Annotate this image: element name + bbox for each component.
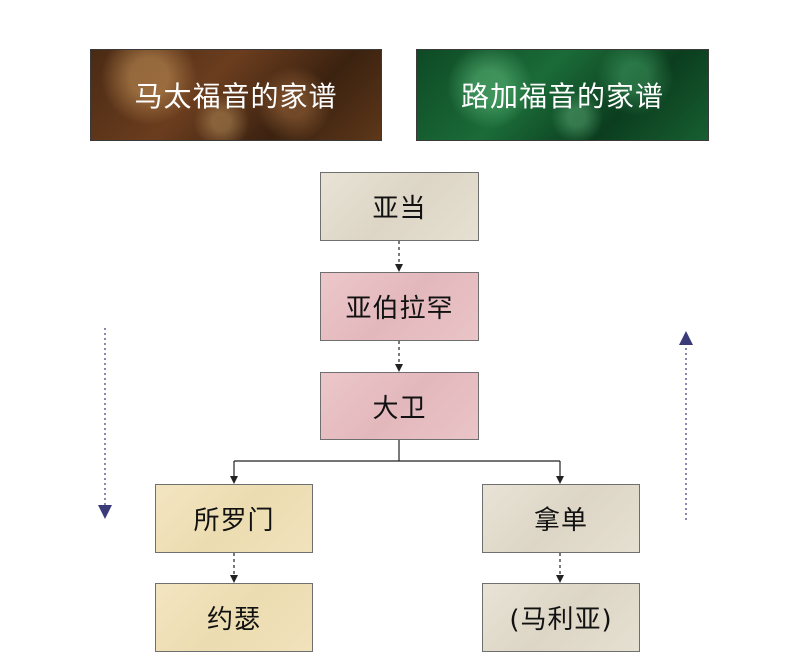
node-solomon-label: 所罗门 xyxy=(193,506,275,536)
node-joseph-label: 约瑟 xyxy=(206,605,261,635)
node-david: 大卫 xyxy=(320,372,479,440)
node-adam: 亚当 xyxy=(320,172,479,241)
node-abraham: 亚伯拉罕 xyxy=(320,272,479,341)
node-nathan: 拿单 xyxy=(482,484,640,553)
node-joseph: 约瑟 xyxy=(155,583,313,652)
node-mary-label: (马利亚) xyxy=(509,605,613,635)
node-mary: (马利亚) xyxy=(482,583,640,652)
node-nathan-label: 拿单 xyxy=(533,506,588,536)
matthew-genealogy-label: 马太福音的家谱 xyxy=(134,80,338,113)
luke-genealogy-label: 路加福音的家谱 xyxy=(460,80,664,113)
matthew-genealogy-header: 马太福音的家谱 xyxy=(90,49,382,141)
luke-genealogy-header: 路加福音的家谱 xyxy=(416,49,709,141)
node-adam-label: 亚当 xyxy=(372,194,427,224)
node-abraham-label: 亚伯拉罕 xyxy=(345,294,454,324)
node-solomon: 所罗门 xyxy=(155,484,313,553)
node-david-label: 大卫 xyxy=(372,393,427,424)
